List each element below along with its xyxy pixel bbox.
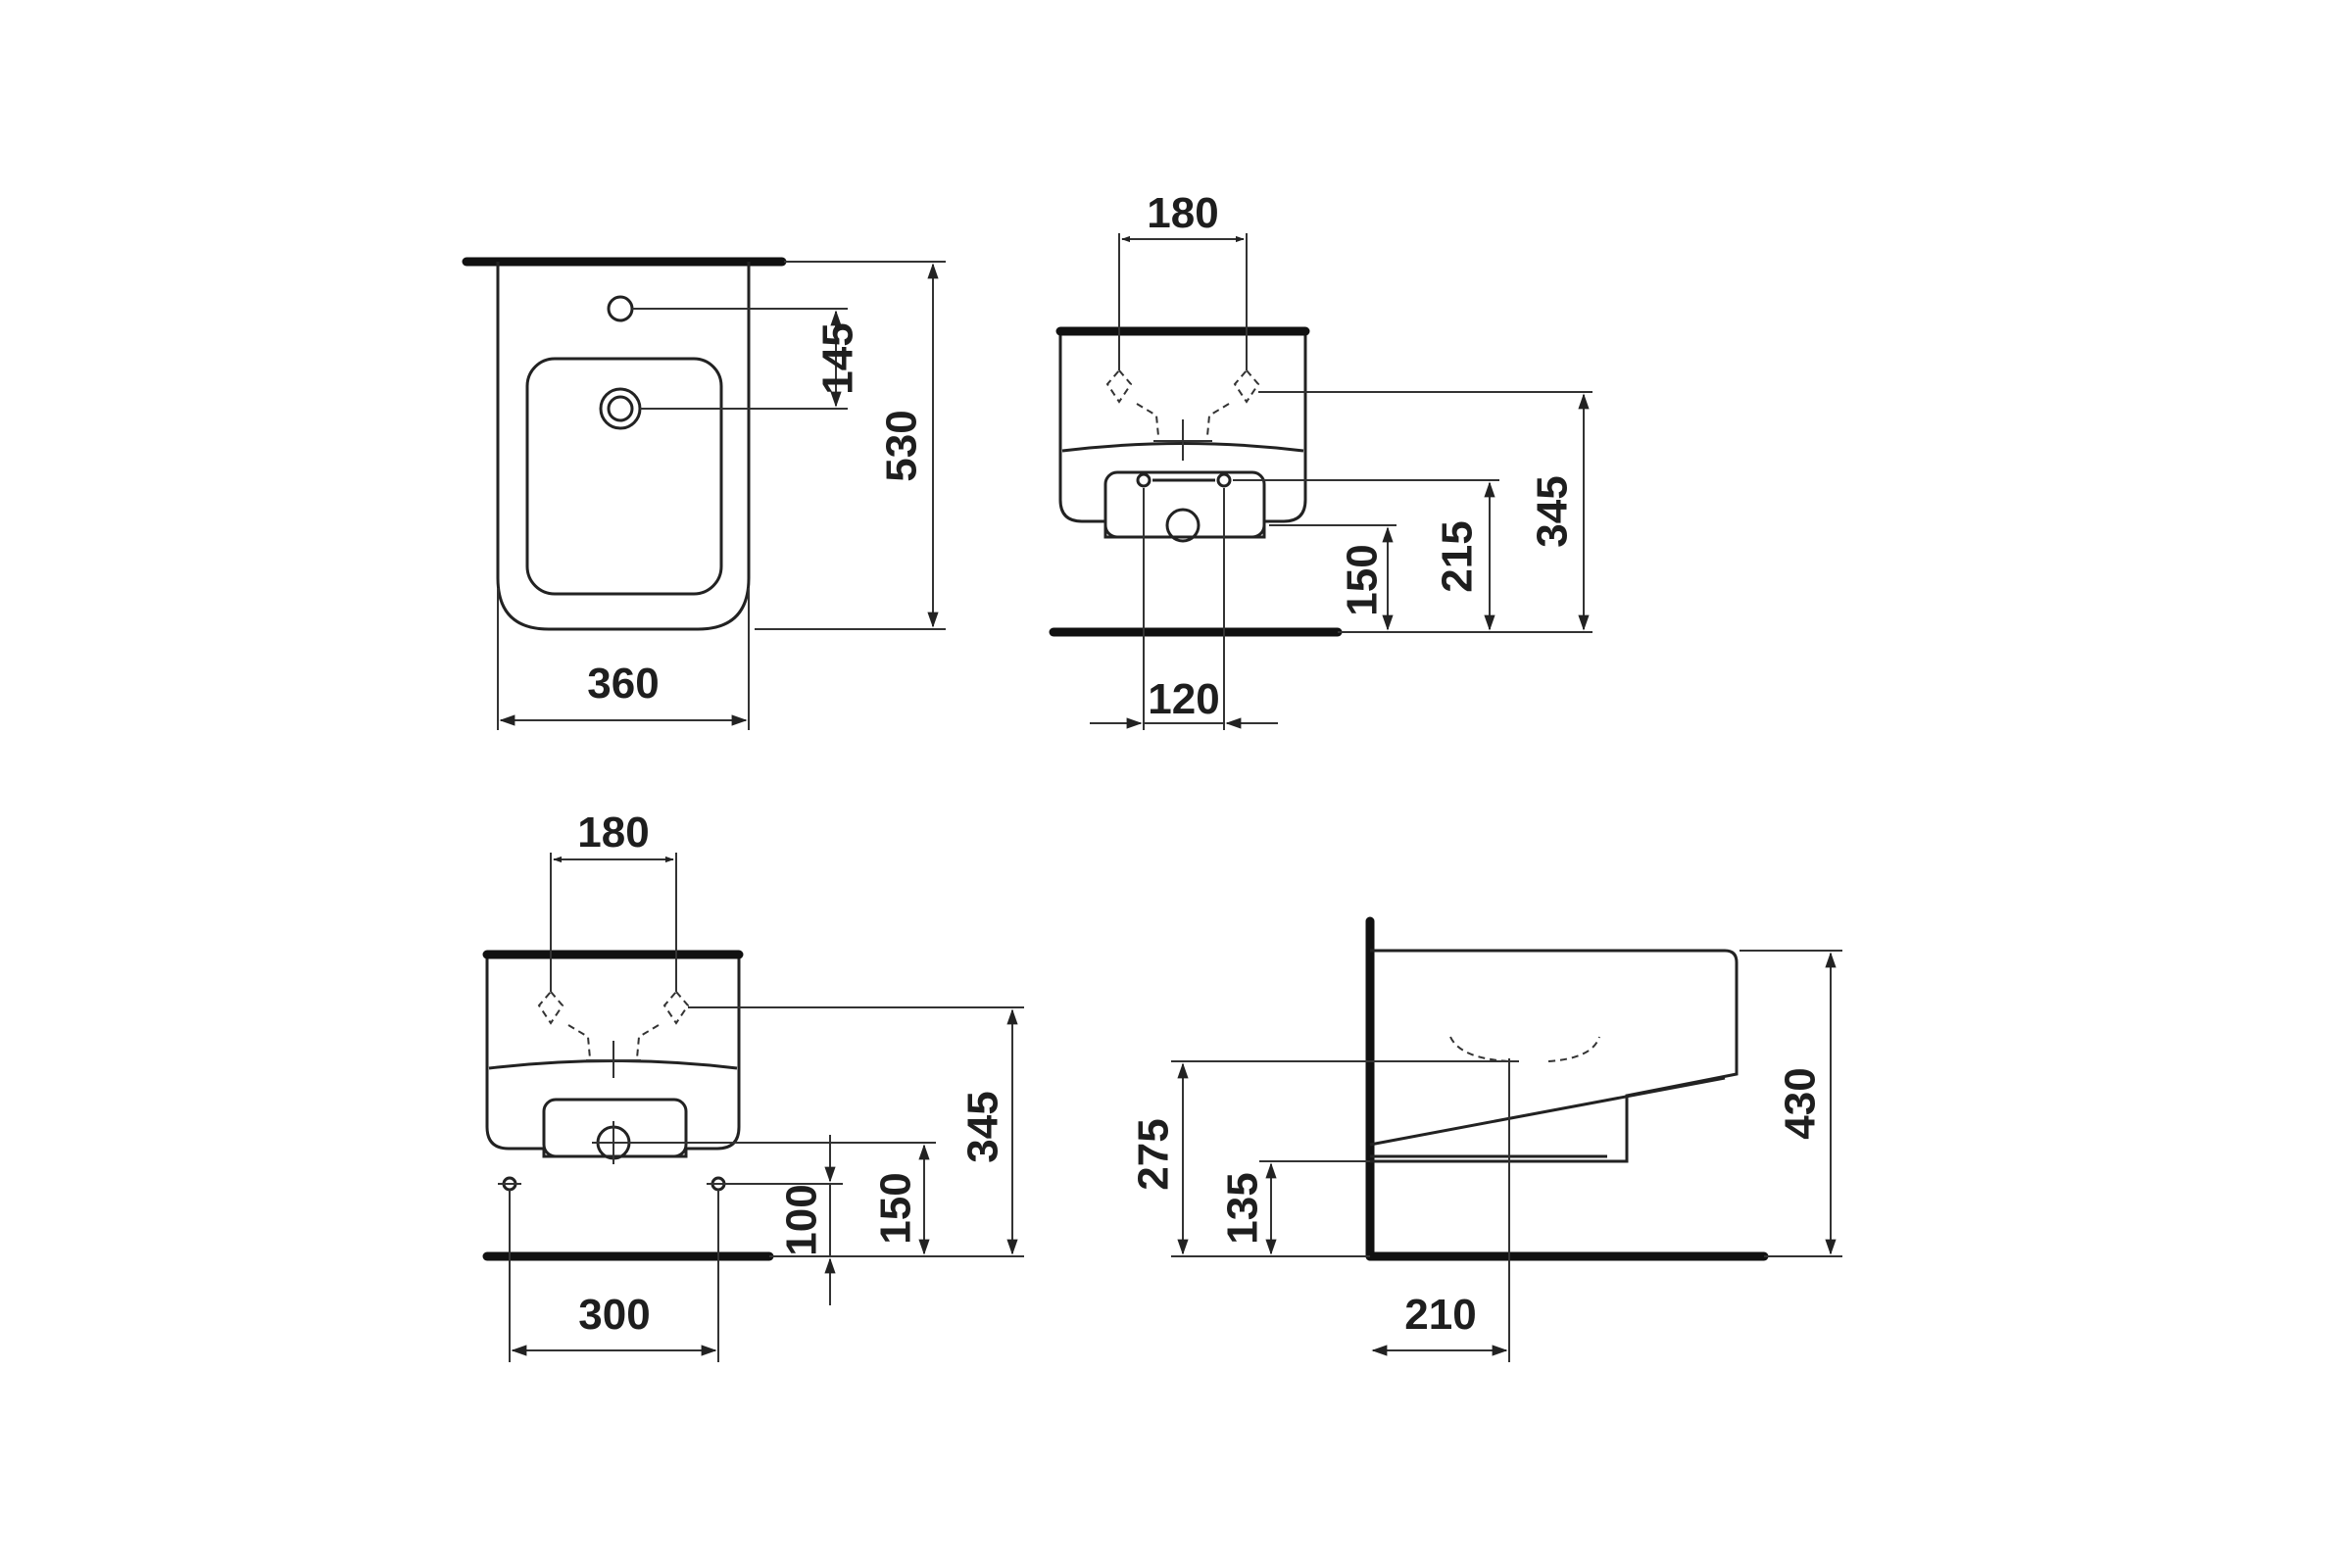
dim-overall-height: 430: [1777, 1067, 1825, 1139]
bidet-side-outline: [1370, 949, 1739, 1163]
dim-depth: 530: [878, 410, 926, 481]
fixing-hole-icon: [1233, 368, 1260, 404]
inlet-icon: [1136, 472, 1152, 488]
dim-width: 360: [587, 660, 659, 708]
top-view: 145 530 360: [462, 257, 946, 730]
side-view: 430 275 135 210: [1130, 916, 1842, 1362]
dim-waste-height: 150: [1339, 544, 1387, 615]
dim-floor-bolt-height: 100: [778, 1184, 826, 1255]
bidet-rear-outline: [485, 953, 741, 1158]
fixing-hole-icon: [1105, 368, 1133, 404]
bidet-outline: [496, 262, 751, 631]
dim-fixing-spacing: 180: [1147, 189, 1218, 237]
dim-waste-projection: 210: [1404, 1291, 1476, 1339]
rear-view: 180 345 150 100 300: [482, 808, 1024, 1362]
dim-fixing-spacing: 180: [577, 808, 649, 857]
waste-outlet-icon: [599, 387, 642, 430]
dim-tap-offset: 145: [814, 322, 862, 394]
dim-waste-spacing: 120: [1148, 675, 1219, 723]
fixing-hole-icon: [662, 990, 690, 1025]
waste-outlet-icon: [1165, 508, 1200, 543]
dim-inlet-height: 275: [1130, 1118, 1178, 1190]
waste-recess: [1103, 470, 1266, 539]
dim-waste-height: 135: [1219, 1172, 1267, 1244]
bidet-front-outline: [1058, 329, 1307, 539]
bowl-outline: [525, 357, 723, 596]
dim-fixing-height: 345: [959, 1091, 1007, 1162]
dim-fixing-height: 345: [1529, 475, 1577, 547]
dim-waste-height: 150: [872, 1172, 920, 1244]
tap-hole-icon: [607, 295, 634, 322]
waste-recess: [542, 1098, 688, 1158]
dim-inlet-height: 215: [1434, 520, 1482, 592]
fixing-hole-icon: [537, 990, 564, 1025]
dim-floor-bolt-spacing: 300: [578, 1291, 650, 1339]
front-view: 180 345 215 150 120: [1049, 189, 1592, 730]
inlet-icon: [1216, 472, 1232, 488]
